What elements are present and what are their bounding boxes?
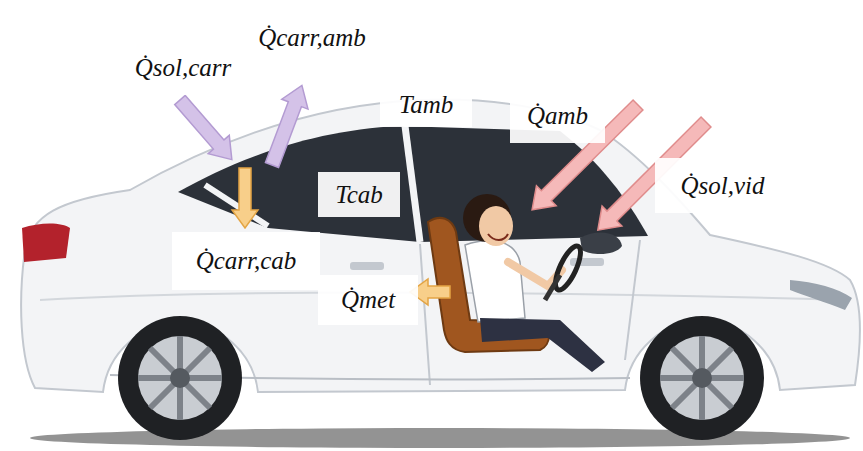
head-light — [790, 280, 852, 310]
shirt — [465, 241, 525, 322]
rim — [138, 336, 222, 420]
door-handle — [570, 258, 604, 266]
side-window — [178, 126, 648, 242]
spokes — [660, 336, 744, 420]
heat-flow-label: Q̇sol,vid — [655, 158, 790, 213]
heat-flow-label: Tamb — [380, 82, 472, 127]
heat-flow-label: Q̇carr,amb — [248, 10, 376, 65]
front-wheel — [640, 316, 764, 440]
hub — [170, 368, 190, 388]
tyre — [118, 316, 242, 440]
tail-light — [22, 224, 70, 263]
heat-flow-label: Q̇amb — [510, 88, 605, 143]
window-pillar — [205, 185, 268, 226]
steering-column — [545, 275, 560, 300]
heat-flow-label: Tcab — [318, 172, 400, 217]
door-handle — [350, 262, 384, 270]
hub — [692, 368, 712, 388]
heat-flow-label: Q̇met — [318, 275, 418, 325]
window-pillar — [405, 126, 420, 242]
smile — [488, 234, 508, 240]
rim — [660, 336, 744, 420]
driver — [428, 194, 605, 372]
legs — [480, 318, 605, 372]
rear-wheel — [118, 316, 242, 440]
heat-flow-label: Q̇sol,carr — [118, 40, 248, 95]
heat-arrows — [169, 81, 715, 305]
spokes — [138, 336, 222, 420]
roof-ambient-arrow — [259, 81, 315, 170]
face — [479, 206, 513, 246]
tyre — [640, 316, 764, 440]
roof-cabin-arrow — [232, 168, 258, 228]
heat-flow-label: Q̇carr,cab — [172, 232, 320, 290]
solar-roof-arrow — [169, 91, 242, 169]
side-mirror — [580, 232, 622, 254]
